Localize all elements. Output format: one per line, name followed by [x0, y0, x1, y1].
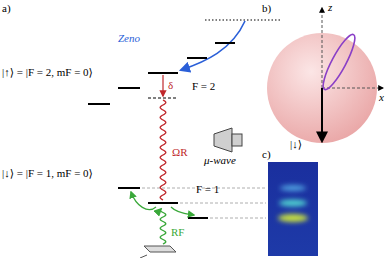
label: a)	[2, 2, 11, 15]
label: |↓⟩	[290, 138, 302, 151]
label: x	[379, 91, 384, 104]
label: RF	[171, 226, 184, 239]
label: F = 1	[196, 183, 219, 196]
label: δ	[168, 79, 173, 92]
label: z	[328, 1, 332, 14]
label: ΩR	[172, 146, 188, 159]
label: c)	[262, 148, 271, 161]
label: b)	[262, 2, 271, 15]
label: μ-wave	[204, 154, 236, 167]
label: F = 2	[192, 80, 215, 93]
label: |↓⟩ = |F = 1, mF = 0⟩	[2, 167, 93, 180]
label: Zeno	[118, 32, 140, 45]
label: |↑⟩ = |F = 2, mF = 0⟩	[2, 66, 93, 79]
